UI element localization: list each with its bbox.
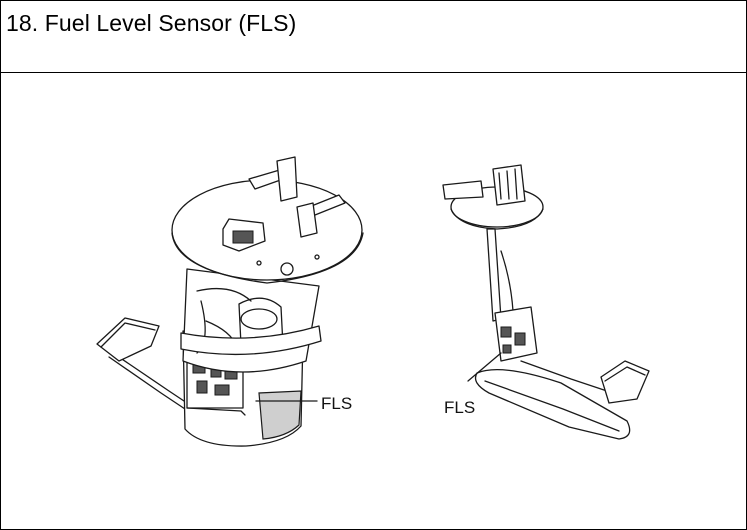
float [96, 317, 160, 362]
outlet-riser [276, 156, 298, 202]
sender-wire [500, 250, 514, 312]
sender-base-plate [474, 369, 631, 440]
vent-fitting [280, 262, 294, 276]
float-edge [100, 322, 156, 348]
fuel-sender-right [442, 164, 650, 440]
sender-float [600, 360, 650, 404]
left-fls-callout: FLS [321, 394, 352, 413]
sender-tube [486, 228, 502, 322]
connector-socket [232, 230, 254, 244]
return-riser [296, 202, 318, 238]
right-fls-callout: FLS [444, 398, 475, 417]
sender-side-pipe [442, 180, 484, 200]
pump-motor [240, 308, 278, 330]
header-bar: 18. Fuel Level Sensor (FLS) [1, 1, 746, 73]
retaining-strap [180, 325, 322, 356]
sender-sensor-details [500, 326, 526, 354]
fitting-ribs [498, 168, 518, 200]
fuel-pump-module-left [96, 156, 364, 447]
reservoir-shadow [258, 390, 302, 440]
sender-float-edge [604, 366, 646, 382]
sensor-base [186, 407, 246, 416]
sender-float-arm [520, 360, 614, 394]
diagram-svg: FLS [96, 156, 650, 447]
right-callout-leader [467, 352, 502, 382]
flange-hole [256, 260, 262, 266]
fls-illustration: FLS [1, 73, 746, 529]
page-title: 18. Fuel Level Sensor (FLS) [6, 10, 297, 36]
flange-rim [171, 232, 364, 284]
flange-hole [314, 254, 320, 260]
sender-flange-rim [450, 208, 544, 230]
top-flange [171, 179, 363, 281]
base-plate-edge [484, 380, 620, 432]
